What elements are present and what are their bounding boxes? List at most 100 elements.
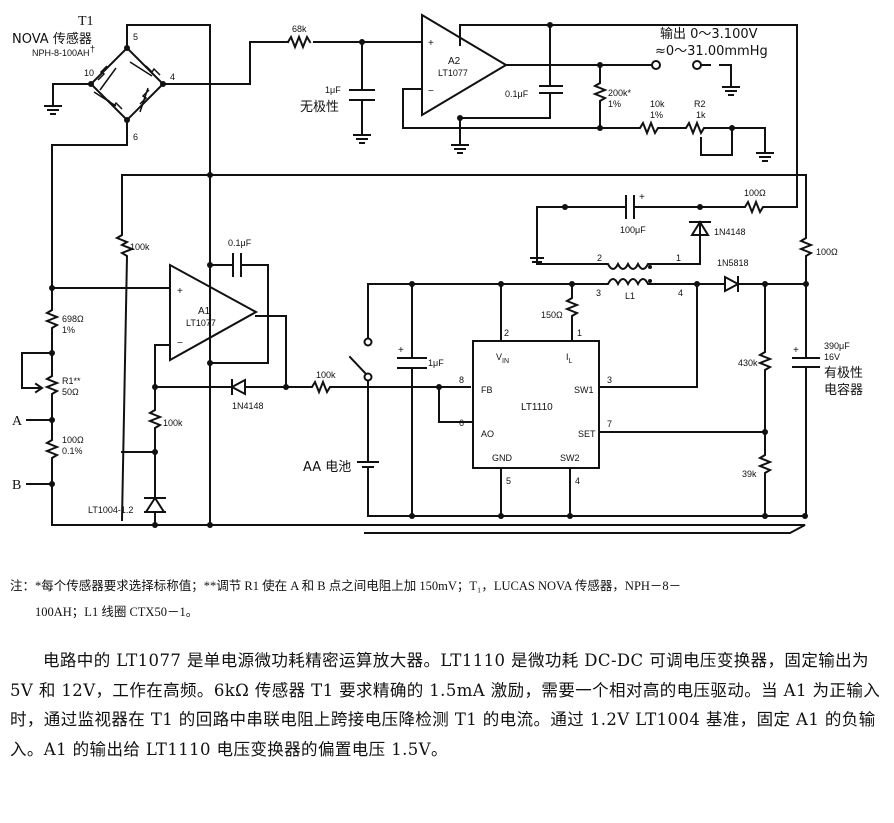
description: 电路中的 LT1077 是单电源微功耗精密运算放大器。LT1110 是微功耗 D… xyxy=(10,646,888,764)
switch-lever[interactable] xyxy=(348,355,368,376)
ground-icon xyxy=(451,144,469,154)
svg-text:−: − xyxy=(428,86,434,97)
ic-lt1110 xyxy=(472,340,600,469)
battery-icon xyxy=(357,380,379,517)
test-point-b[interactable]: B xyxy=(12,478,21,493)
label-100k-c: 100k xyxy=(316,370,336,380)
description-paragraph: 电路中的 LT1077 是单电源微功耗精密运算放大器。LT1110 是微功耗 D… xyxy=(10,651,881,759)
diode-1n4148-a xyxy=(154,378,287,396)
opamp-a1 xyxy=(169,263,259,362)
svg-text:1: 1 xyxy=(676,253,681,263)
a1-section: 100k + − A1 LT1077 0.1μF 1N4148 100k 100… xyxy=(12,174,471,526)
label-100-ohm-top: 100Ω xyxy=(744,188,766,198)
capacitor-0.1uf-a2 xyxy=(459,24,563,119)
sensor-bridge: T1 NOVA 传感器 NPH-8-100AH † 5 10 4 6 xyxy=(12,14,289,296)
diode-1n5818 xyxy=(696,275,807,293)
sensor-name: NOVA 传感器 xyxy=(12,31,92,47)
pin-gnd: GND xyxy=(492,453,513,463)
a2-name: A2 xyxy=(448,56,461,67)
pin-4: 4 xyxy=(170,72,175,82)
label-100k-a: 100k xyxy=(130,242,150,252)
label-100k-b: 100k xyxy=(163,418,183,428)
resistor-100-right xyxy=(798,174,814,285)
label-r2: R2 xyxy=(694,99,706,109)
label-1n5818: 1N5818 xyxy=(717,258,749,268)
sensor-part: NPH-8-100AH xyxy=(32,48,90,58)
svg-text:1: 1 xyxy=(577,328,582,338)
capacitor-1uf-nonpolar xyxy=(349,41,375,136)
svg-text:2: 2 xyxy=(597,253,602,263)
label-polarized-2: 电容器 xyxy=(824,382,863,398)
svg-text:1%: 1% xyxy=(608,99,621,109)
label-l1: L1 xyxy=(625,291,635,301)
svg-text:+: + xyxy=(793,345,799,356)
reference-diode-lt1004 xyxy=(121,451,166,526)
test-point-a[interactable]: A xyxy=(12,414,23,429)
label-200k: 200k* xyxy=(608,88,632,98)
svg-text:2: 2 xyxy=(504,328,509,338)
ground-rail xyxy=(51,524,806,534)
footnote-line-2: 100AH；L1 线圈 CTX50－1。 xyxy=(35,605,199,619)
resistors-10k-r2 xyxy=(599,120,766,154)
sensor-ref: T1 xyxy=(78,14,94,29)
capacitor-1uf-input xyxy=(397,283,427,517)
converter-section: AA 电池 + 1μF LT1110 VIN IL FB AO SW1 SET … xyxy=(303,174,863,517)
output-terminal-minus[interactable] xyxy=(692,60,702,70)
output-terminal-plus[interactable] xyxy=(651,60,661,70)
label-1uf-input: 1μF xyxy=(428,358,444,368)
capacitor-0.1uf-a1 xyxy=(209,253,269,364)
circuit-schematic: T1 NOVA 传感器 NPH-8-100AH † 5 10 4 6 68k 1… xyxy=(12,13,863,534)
label-150-ohm: 150Ω xyxy=(541,310,563,320)
label-aa-battery: AA 电池 xyxy=(303,460,351,475)
footnote-line-1: 注：*每个传感器要求选择标称值；**调节 R1 使在 A 和 B 点之间电阻上加… xyxy=(10,579,682,593)
label-39k: 39k xyxy=(742,469,757,479)
svg-text:1%: 1% xyxy=(62,325,75,335)
svg-text:−: − xyxy=(177,338,183,349)
svg-text:IL: IL xyxy=(566,352,573,365)
label-lt1004: LT1004-1.2 xyxy=(88,505,133,515)
svg-text:4: 4 xyxy=(575,476,580,486)
label-430k: 430k xyxy=(738,358,758,368)
ground-icon xyxy=(44,105,62,115)
svg-text:50Ω: 50Ω xyxy=(62,387,79,397)
inductor-l1-primary xyxy=(571,278,698,287)
pin-5: 5 xyxy=(133,32,138,42)
label-nonpolar: 无极性 xyxy=(300,100,339,115)
footnote: 注：*每个传感器要求选择标称值；**调节 R1 使在 A 和 B 点之间电阻上加… xyxy=(10,573,890,625)
svg-text:1%: 1% xyxy=(650,110,663,120)
a2-section: 68k 1μF 无极性 + − A2 LT1077 0.1μF 输出 0～3.1… xyxy=(286,13,798,176)
ground-icon xyxy=(722,86,740,96)
label-698: 698Ω xyxy=(62,314,84,324)
label-390uf: 390μF xyxy=(824,341,850,351)
label-68k: 68k xyxy=(292,24,307,34)
bridge-outline xyxy=(89,46,165,122)
svg-text:1k: 1k xyxy=(696,110,706,120)
svg-text:5: 5 xyxy=(506,476,511,486)
label-r1: R1** xyxy=(62,376,81,386)
capacitor-390uf xyxy=(792,283,820,517)
svg-text:4: 4 xyxy=(678,288,683,298)
label-100uf: 100μF xyxy=(620,225,646,235)
label-100-ohm: 100Ω xyxy=(62,435,84,445)
inductor-l1-secondary xyxy=(536,206,701,270)
svg-text:16V: 16V xyxy=(824,352,840,362)
ground-icon xyxy=(530,257,544,263)
wiper-arrow-icon xyxy=(34,382,44,394)
svg-text:7: 7 xyxy=(607,419,612,429)
svg-text:+: + xyxy=(428,38,434,49)
svg-text:+: + xyxy=(398,345,404,356)
a1-part: LT1077 xyxy=(186,318,216,328)
pin-10: 10 xyxy=(84,68,94,78)
pin-sw1: SW1 xyxy=(574,385,594,395)
label-1n4148-b: 1N4148 xyxy=(714,227,746,237)
resistor-100k-b xyxy=(147,386,163,453)
resistor-100k-a xyxy=(114,174,135,522)
bridge-resistors xyxy=(97,65,161,110)
label-100-ohm-right: 100Ω xyxy=(816,247,838,257)
label-1uf: 1μF xyxy=(325,85,341,95)
bridge-variable-arrows xyxy=(93,61,153,113)
svg-text:3: 3 xyxy=(607,375,612,385)
resistor-150 xyxy=(564,283,580,342)
opamp-a2 xyxy=(421,13,508,117)
svg-text:3: 3 xyxy=(596,288,601,298)
